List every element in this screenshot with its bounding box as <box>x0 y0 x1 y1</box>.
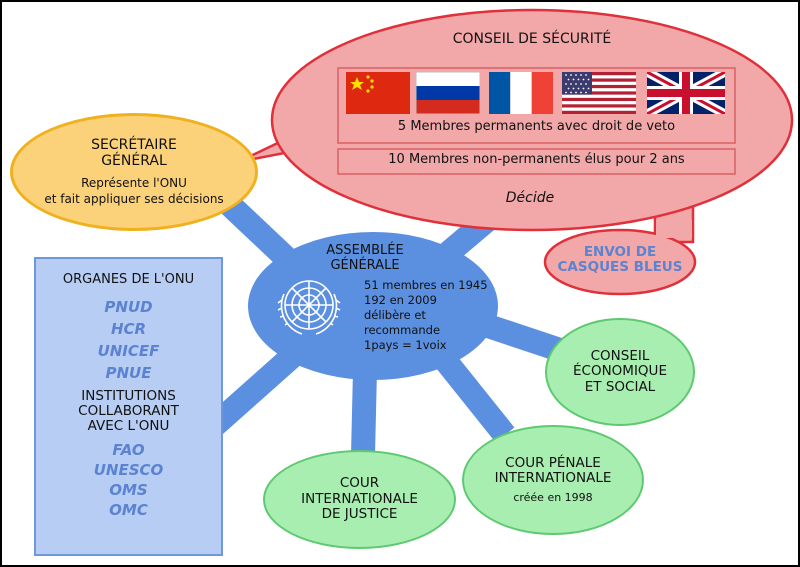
list-item: OMC <box>109 500 148 519</box>
permanent-members-label: 5 Membres permanents avec droit de veto <box>397 119 676 134</box>
list-item: PNUD <box>104 298 153 316</box>
un-programs-list: PNUD HCR UNICEF PNUE <box>36 296 221 384</box>
usa-flag-icon <box>562 72 636 114</box>
list-item: FAO <box>112 440 145 459</box>
institutions-list: FAO UNESCO OMS OMC <box>36 440 221 520</box>
security-council-title: CONSEIL DE SÉCURITÉ <box>452 31 612 47</box>
list-item: UNESCO <box>93 460 164 479</box>
un-organs-box: ORGANES DE L'ONU PNUD HCR UNICEF PNUE IN… <box>34 257 223 556</box>
uk-flag-icon <box>647 72 725 114</box>
arm-icc <box>435 352 515 443</box>
permanent-members-box <box>337 67 736 144</box>
un-emblem-icon <box>277 280 341 335</box>
list-item: HCR <box>110 320 147 338</box>
security-council-ellipse <box>270 8 794 232</box>
peacekeepers-label: ENVOI DE CASQUES BLEUS <box>557 244 683 275</box>
general-assembly-details: 51 membres en 1945 192 en 2009 délibère … <box>364 278 488 352</box>
russia-flag-icon <box>416 72 480 114</box>
institutions-title: INSTITUTIONS COLLABORANT AVEC L'ONU <box>78 388 179 434</box>
non-permanent-members-label: 10 Membres non-permanents élus pour 2 an… <box>388 152 685 167</box>
secretary-general-description: Représente l'ONU et fait appliquer ses d… <box>44 176 224 206</box>
icj-node: COUR INTERNATIONALE DE JUSTICE <box>263 450 456 549</box>
list-item: OMS <box>109 480 148 499</box>
france-flag-icon <box>489 72 553 114</box>
non-permanent-members-box <box>337 148 736 175</box>
peacekeepers-ellipse <box>543 228 697 296</box>
un-organs-title: ORGANES DE L'ONU <box>62 272 195 287</box>
decides-label: Décide <box>505 190 555 206</box>
secretary-general-node: SECRÉTAIRE GÉNÉRAL Représente l'ONU et f… <box>10 113 258 231</box>
list-item: PNUE <box>105 364 152 382</box>
list-item: UNICEF <box>97 342 160 360</box>
secretary-general-title: SECRÉTAIRE GÉNÉRAL <box>91 136 177 169</box>
icc-node: COUR PÉNALE INTERNATIONALE créée en 1998 <box>462 425 644 535</box>
general-assembly-title: ASSEMBLÉE GÉNÉRALE <box>326 243 404 273</box>
arm-icj <box>351 369 377 456</box>
ecosoc-node: CONSEIL ÉCONOMIQUE ET SOCIAL <box>545 318 695 426</box>
china-flag-icon <box>346 72 410 114</box>
general-assembly-node <box>248 232 498 380</box>
